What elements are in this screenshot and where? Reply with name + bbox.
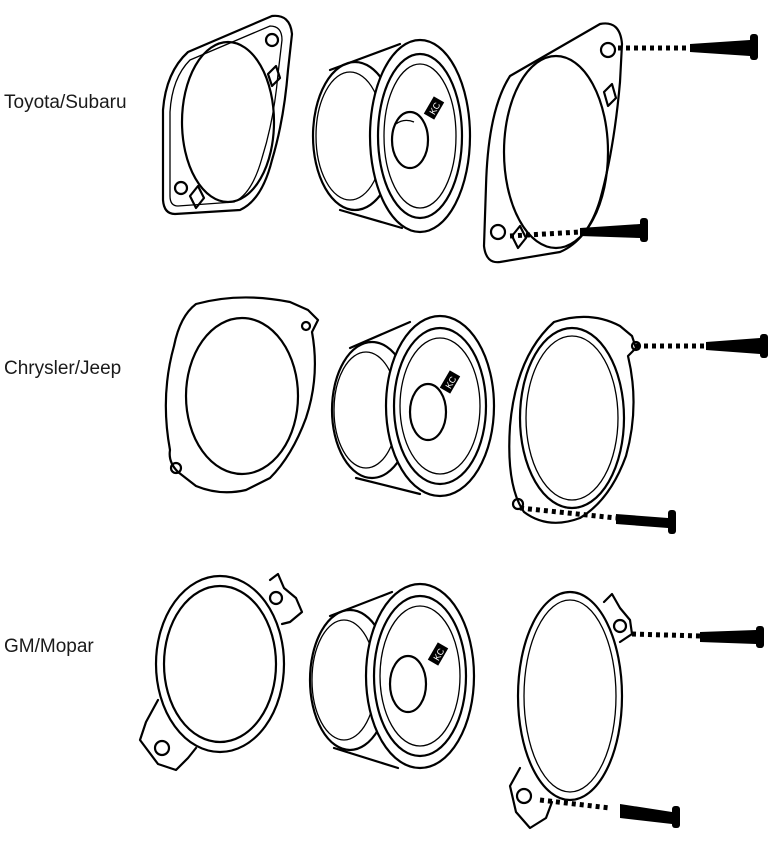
install-diagram: KC <box>161 14 758 264</box>
screw-top <box>631 626 764 648</box>
speaker: KC <box>330 314 496 498</box>
install-diagram: KC <box>138 572 764 830</box>
adapter-bracket-rear <box>508 590 634 830</box>
row-toyota-subaru: Toyota/Subaru KC <box>0 0 777 286</box>
adapter-bracket-rear <box>482 22 624 264</box>
screw-bottom <box>509 218 648 242</box>
screw-bottom <box>519 505 676 534</box>
row-label: Toyota/Subaru <box>4 92 127 113</box>
screw-top <box>636 334 768 358</box>
speaker: KC <box>308 582 476 770</box>
row-label: Chrysler/Jeep <box>4 358 122 379</box>
adapter-bracket-front <box>164 296 320 494</box>
row-label: GM/Mopar <box>4 636 94 657</box>
adapter-bracket-front <box>161 14 294 216</box>
adapter-bracket-rear <box>508 315 642 524</box>
install-diagram: KC <box>164 296 768 534</box>
row-gm-mopar: GM/Mopar KC <box>0 572 777 858</box>
screw-top <box>618 34 758 60</box>
row-chrysler-jeep: Chrysler/Jeep KC <box>0 286 777 572</box>
adapter-bracket-front <box>138 572 304 772</box>
screw-bottom <box>539 797 680 828</box>
speaker: KC <box>311 38 472 234</box>
